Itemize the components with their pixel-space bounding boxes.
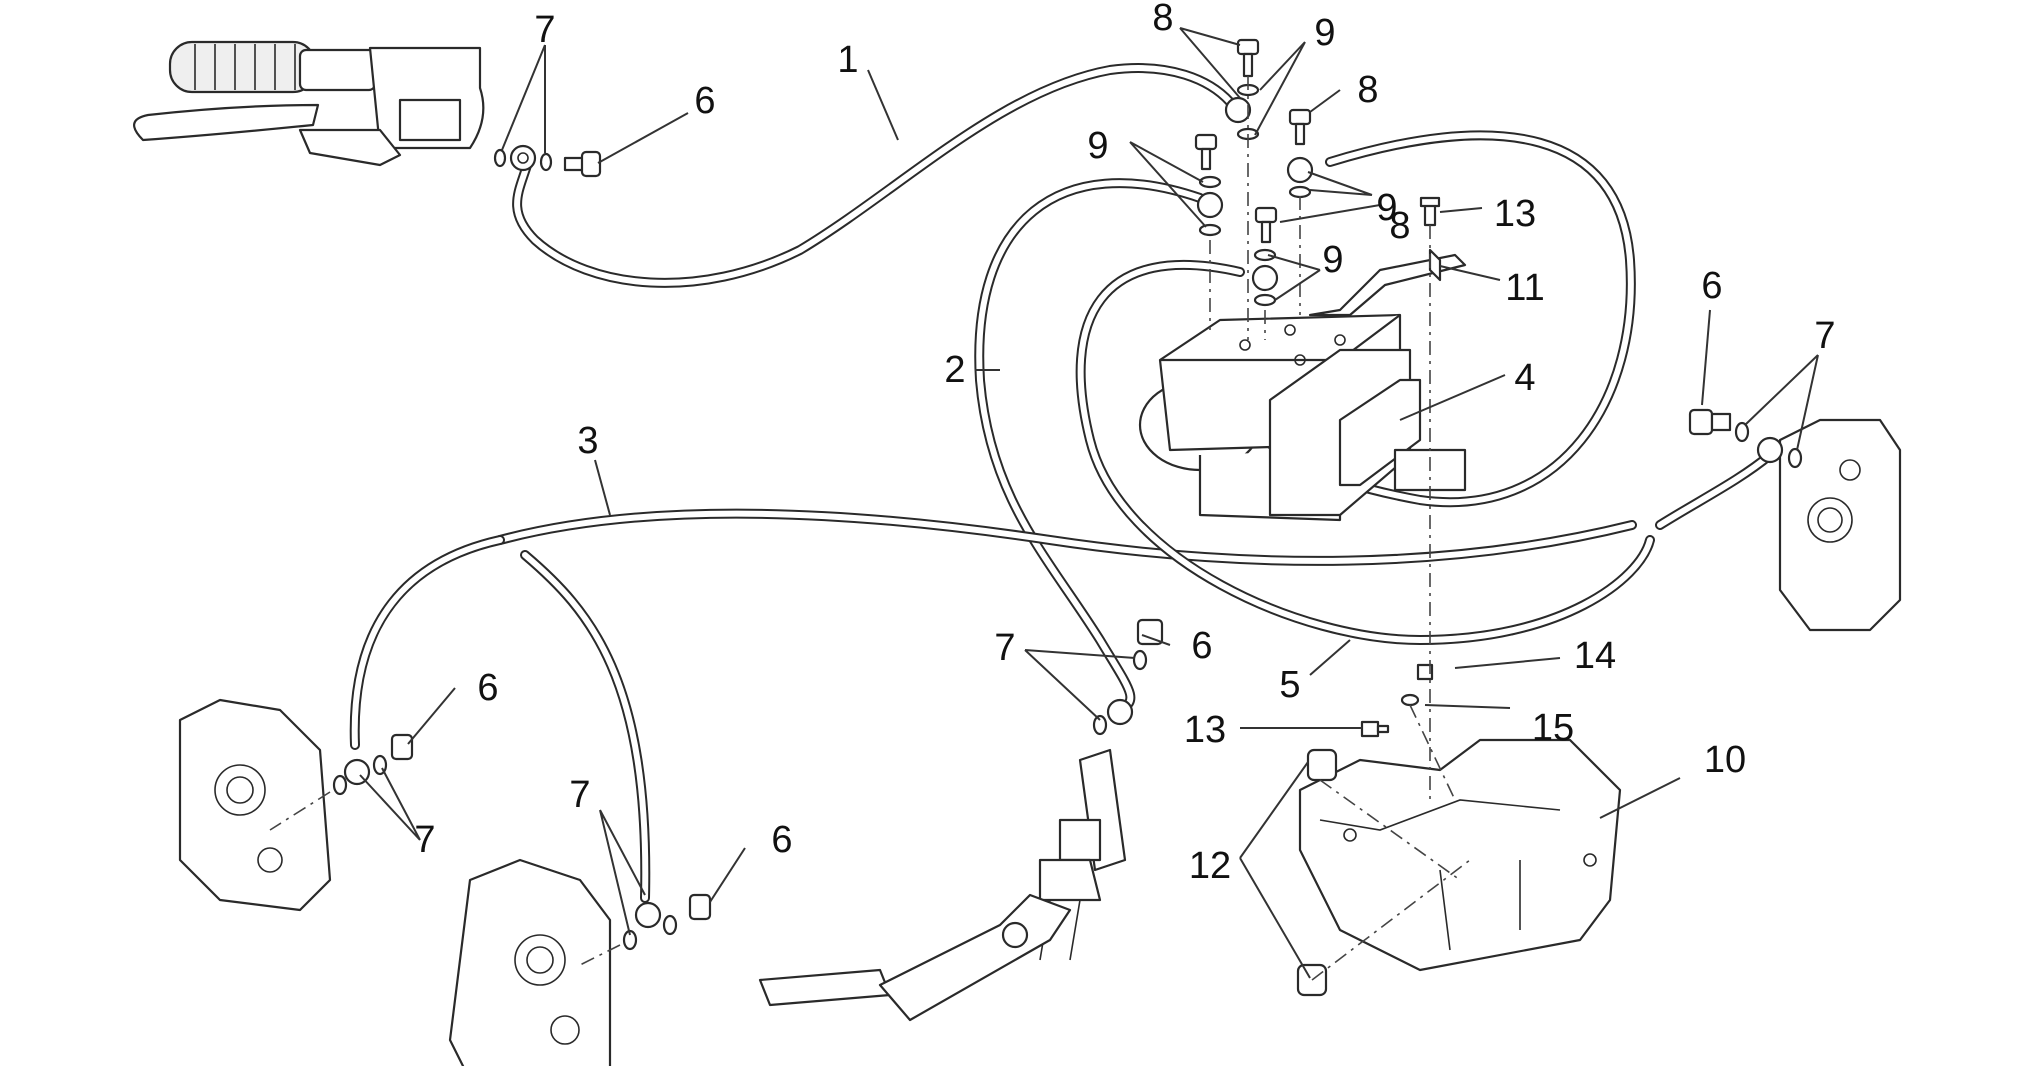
master-cylinder-fitting bbox=[493, 144, 602, 178]
hoses bbox=[349, 63, 1775, 903]
callout-labels: 1 2 3 4 5 6 6 6 6 6 7 7 7 7 7 8 8 8 9 9 … bbox=[414, 0, 1835, 887]
rear-master-cylinder-pedal bbox=[758, 618, 1164, 1022]
hose-1 bbox=[512, 63, 1235, 288]
alignment-lines bbox=[269, 76, 1471, 981]
callout-3: 3 bbox=[577, 420, 598, 462]
rear-caliper bbox=[448, 858, 712, 1066]
callout-8-top: 8 bbox=[1152, 0, 1173, 39]
callout-4: 4 bbox=[1514, 357, 1535, 399]
callout-6-rear-master: 6 bbox=[1191, 625, 1212, 667]
callout-13-lower: 13 bbox=[1184, 709, 1226, 751]
callout-6-rear-caliper: 6 bbox=[771, 819, 792, 861]
callout-5: 5 bbox=[1279, 664, 1300, 706]
callout-11: 11 bbox=[1505, 267, 1544, 309]
callout-13-top: 13 bbox=[1494, 193, 1536, 235]
abs-bracket bbox=[1308, 248, 1467, 317]
callout-8-right: 8 bbox=[1357, 69, 1378, 111]
callout-9-right: 9 bbox=[1376, 187, 1397, 229]
callout-7-left-caliper: 7 bbox=[414, 819, 435, 861]
front-master-cylinder bbox=[133, 40, 485, 167]
callout-10: 10 bbox=[1704, 739, 1746, 781]
callout-7-master: 7 bbox=[534, 9, 555, 51]
abs-modulator bbox=[1138, 313, 1467, 522]
callout-7-rear-master: 7 bbox=[994, 627, 1015, 669]
callout-1: 1 bbox=[837, 39, 858, 81]
callout-9-top: 9 bbox=[1314, 12, 1335, 54]
callout-8-lower: 8 bbox=[1389, 205, 1410, 247]
abs-support-tray bbox=[1296, 663, 1622, 997]
callout-6-left-caliper: 6 bbox=[477, 667, 498, 709]
callout-9-lower: 9 bbox=[1322, 239, 1343, 281]
callout-7-rear-caliper: 7 bbox=[569, 774, 590, 816]
callout-6-master-bolt: 6 bbox=[694, 80, 715, 122]
leader-lines bbox=[359, 27, 1819, 979]
callout-9-left: 9 bbox=[1087, 125, 1108, 167]
callout-12: 12 bbox=[1189, 845, 1231, 887]
callout-15: 15 bbox=[1532, 707, 1574, 749]
callout-2: 2 bbox=[944, 349, 965, 391]
callout-14: 14 bbox=[1574, 635, 1616, 677]
front-left-caliper bbox=[178, 698, 414, 912]
callout-6-right-caliper: 6 bbox=[1701, 265, 1722, 307]
callout-7-right-caliper: 7 bbox=[1814, 315, 1835, 357]
front-right-caliper bbox=[1688, 408, 1902, 632]
